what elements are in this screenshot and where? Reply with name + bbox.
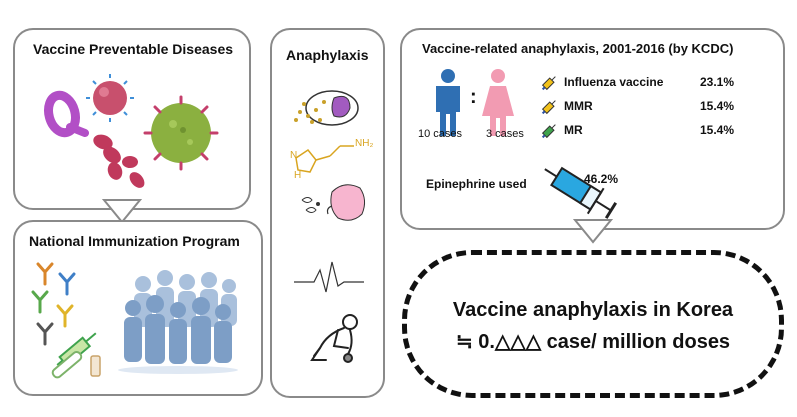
nip-panel: National Immunization Program [13, 220, 263, 396]
anaphylaxis-panel: Anaphylaxis [270, 28, 385, 398]
immunization-illustration [31, 262, 238, 379]
anaphylaxis-illustration [294, 90, 366, 363]
conclusion-line2: ≒ 0.△△△ case/ million doses [455, 331, 731, 353]
tube-icon [51, 350, 83, 379]
female-cases: 3 cases [486, 128, 524, 140]
crowd-front-icon [124, 295, 232, 364]
vaccine-pct: 15.4% [700, 123, 735, 137]
epinephrine-pct: 46.2% [584, 172, 619, 186]
pathogens-illustration [44, 74, 219, 188]
epinephrine-label: Epinephrine used [426, 177, 527, 191]
female-icon [482, 69, 514, 136]
conclusion-line1: Vaccine anaphylaxis in Korea [452, 299, 734, 321]
kcdc-panel: Vaccine-related anaphylaxis, 2001-2016 (… [400, 28, 785, 230]
vaccine-name: Influenza vaccine [564, 75, 664, 89]
purple-virus-icon [44, 90, 89, 138]
anaphylaxis-title: Anaphylaxis [286, 47, 369, 63]
histamine-h-label: H [294, 170, 302, 181]
nip-title: National Immunization Program [29, 233, 240, 249]
vaccine-name: MR [564, 123, 583, 137]
mast-cell-icon [294, 90, 359, 126]
vaccine-row: Influenza vaccine 23.1% [540, 74, 770, 92]
conclusion-box: Vaccine anaphylaxis in Korea ≒ 0.△△△ cas… [402, 250, 784, 398]
down-arrow-icon [572, 219, 614, 244]
ecg-icon [294, 261, 364, 293]
gender-icons [436, 69, 514, 136]
syringe-icon [541, 76, 556, 91]
collapsed-person-icon [310, 314, 358, 363]
down-arrow-icon [101, 199, 143, 224]
antibody-icon [31, 262, 76, 346]
green-virus-icon [143, 95, 219, 171]
vaccine-pct: 23.1% [700, 75, 735, 89]
histamine-icon [295, 145, 354, 173]
bacteria-icon [93, 134, 145, 188]
vpd-title: Vaccine Preventable Diseases [33, 41, 234, 57]
kcdc-title: Vaccine-related anaphylaxis, 2001-2016 (… [422, 41, 734, 56]
vial-icon [90, 355, 101, 377]
histamine-n-label: N [290, 150, 298, 161]
syringe-icon [541, 100, 556, 115]
histamine-nh2-label: NH₂ [355, 138, 374, 149]
vaccine-row: MR 15.4% [540, 122, 770, 140]
syringe-icon [541, 124, 556, 139]
vaccine-pct: 15.4% [700, 99, 735, 113]
large-syringe-icon [544, 166, 618, 219]
spiky-virus-icon [86, 74, 134, 122]
vpd-panel: Vaccine Preventable Diseases [13, 28, 251, 210]
vaccine-row: MMR 15.4% [540, 98, 770, 116]
ratio-separator: : [470, 86, 477, 108]
male-cases: 10 cases [418, 128, 463, 140]
male-icon [436, 69, 460, 136]
vaccine-name: MMR [564, 99, 593, 113]
coughing-person-icon [301, 184, 366, 221]
